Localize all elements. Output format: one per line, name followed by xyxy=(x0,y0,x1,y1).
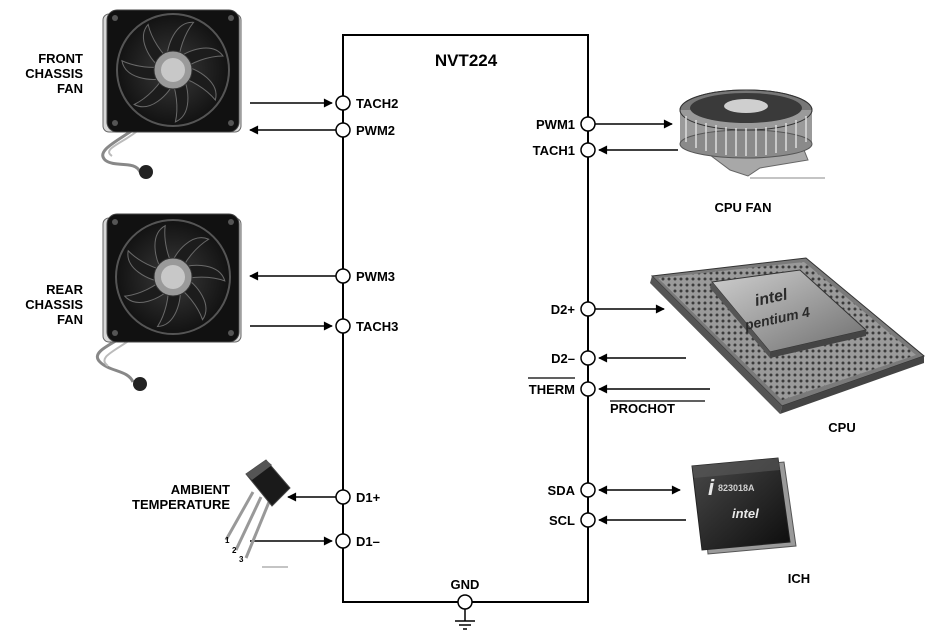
d1-minus-pin-marker xyxy=(336,534,350,548)
pin-tach3: TACH3 xyxy=(250,319,398,334)
d1-plus-label: D1+ xyxy=(356,490,381,505)
rear-fan-label-line3: FAN xyxy=(57,312,83,327)
sensor-pin-1: 1 xyxy=(225,536,230,545)
cpu-fan: CPU FAN xyxy=(680,90,825,215)
ich-marking-i: i xyxy=(708,475,715,500)
d2-minus-pin-marker xyxy=(581,351,595,365)
pin-gnd-label: GND xyxy=(451,577,480,592)
sda-pin-marker xyxy=(581,483,595,497)
sensor-pin-3: 3 xyxy=(239,555,244,564)
rear-fan-label-line2: CHASSIS xyxy=(25,297,83,312)
ich-label: ICH xyxy=(788,571,810,586)
tach1-pin-marker xyxy=(581,143,595,157)
tach1-label: TACH1 xyxy=(533,143,575,158)
pwm2-pin-marker xyxy=(336,123,350,137)
front-fan-label-line2: CHASSIS xyxy=(25,66,83,81)
pin-therm: THERM xyxy=(528,378,710,397)
pwm3-label: PWM3 xyxy=(356,269,395,284)
ich-marking-part: 823018A xyxy=(718,483,755,493)
sda-label: SDA xyxy=(548,483,576,498)
d2-minus-label: D2– xyxy=(551,351,575,366)
pin-scl: SCL xyxy=(549,513,686,528)
rear-fan-label-line1: REAR xyxy=(46,282,83,297)
cpu: intel pentium 4 CPU xyxy=(650,258,924,435)
ich-marking-brand: intel xyxy=(732,506,759,521)
cpu-label: CPU xyxy=(828,420,855,435)
sensor-pin-2: 2 xyxy=(232,546,237,555)
tach3-label: TACH3 xyxy=(356,319,398,334)
ambient-temperature-sensor: 1 2 3 AMBIENT TEMPERATURE xyxy=(132,460,290,567)
scl-pin-marker xyxy=(581,513,595,527)
d1-plus-pin-marker xyxy=(336,490,350,504)
ambient-label-line1: AMBIENT xyxy=(171,482,230,497)
pwm3-pin-marker xyxy=(336,269,350,283)
pin-d2-minus: D2– xyxy=(551,351,686,366)
ich: i 823018A intel ICH xyxy=(692,458,810,586)
cpu-fan-label: CPU FAN xyxy=(714,200,771,215)
pin-pwm3: PWM3 xyxy=(250,269,395,284)
pin-gnd xyxy=(458,595,472,609)
cpu-cooler-icon xyxy=(680,90,825,178)
pin-tach1: TACH1 xyxy=(533,143,678,158)
tach2-pin-marker xyxy=(336,96,350,110)
d2-plus-label: D2+ xyxy=(551,302,576,317)
pin-d1-minus: D1– xyxy=(250,534,380,549)
pin-pwm2: PWM2 xyxy=(250,123,395,138)
front-fan-label-line1: FRONT xyxy=(38,51,83,66)
prochot-label: PROCHOT xyxy=(610,401,675,416)
pwm1-pin-marker xyxy=(581,117,595,131)
therm-label: THERM xyxy=(529,382,575,397)
front-fan-label-line3: FAN xyxy=(57,81,83,96)
chip-title: NVT224 xyxy=(435,51,498,70)
pin-d2-plus: D2+ xyxy=(551,302,664,317)
processor-icon: intel pentium 4 xyxy=(650,258,924,414)
front-chassis-fan: FRONT CHASSIS FAN xyxy=(25,10,241,179)
pwm2-label: PWM2 xyxy=(356,123,395,138)
case-fan-icon xyxy=(97,214,241,391)
case-fan-icon xyxy=(103,10,241,179)
scl-label: SCL xyxy=(549,513,575,528)
ambient-label-line2: TEMPERATURE xyxy=(132,497,230,512)
tach3-pin-marker xyxy=(336,319,350,333)
pin-sda: SDA xyxy=(548,483,680,498)
tach2-label: TACH2 xyxy=(356,96,398,111)
pin-tach2: TACH2 xyxy=(250,96,398,111)
pwm1-label: PWM1 xyxy=(536,117,575,132)
d2-plus-pin-marker xyxy=(581,302,595,316)
ground-symbol-icon xyxy=(455,621,475,629)
therm-pin-marker xyxy=(581,382,595,396)
chip-icon: i 823018A intel xyxy=(692,458,796,554)
d1-minus-label: D1– xyxy=(356,534,380,549)
pin-d1-plus: D1+ xyxy=(288,490,381,505)
pin-pwm1: PWM1 xyxy=(536,117,672,132)
rear-chassis-fan: REAR CHASSIS FAN xyxy=(25,214,241,391)
